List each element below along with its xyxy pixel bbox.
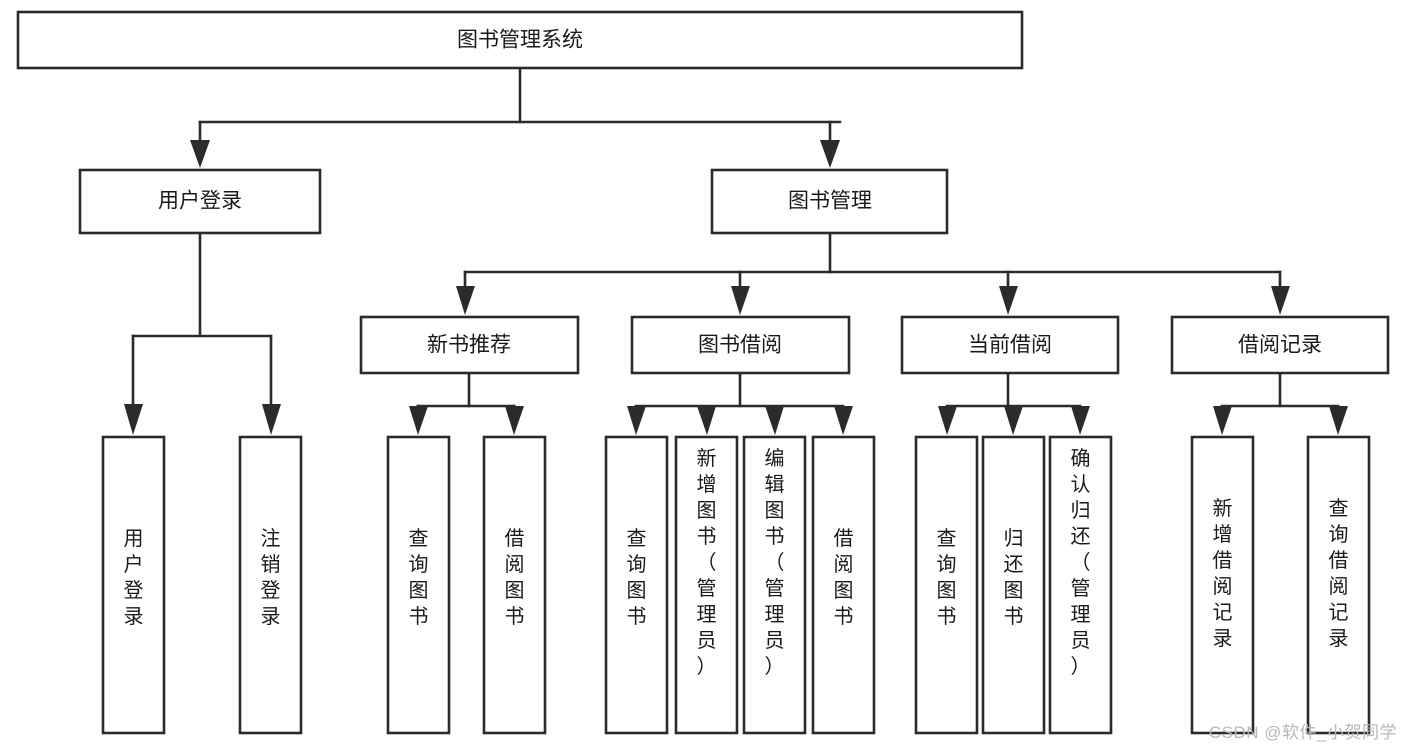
- node-borrow-record-label: 借阅记录: [1238, 334, 1322, 357]
- connector-user-login-to-leaves: [124, 231, 281, 435]
- arrow-head-book-management: [820, 140, 840, 168]
- node-current-borrow[interactable]: 当前借阅: [900, 315, 1120, 375]
- connector-borrow-record-to-leaves: [1213, 371, 1348, 435]
- node-book-borrow[interactable]: 图书借阅: [630, 315, 851, 375]
- node-root-label: 图书管理系统: [457, 29, 583, 52]
- node-current-borrow-box[interactable]: [900, 315, 1120, 375]
- node-leaf-query-record-label: 查询借阅记录: [1329, 497, 1349, 650]
- arrow-head-borrow-record: [1271, 286, 1290, 315]
- connector-root-to-level1: [190, 66, 842, 168]
- node-leaf-add-record-box[interactable]: [1190, 435, 1255, 735]
- arrow-head-new-book-recommend: [456, 286, 475, 315]
- arrow-head-user-login: [190, 140, 210, 168]
- arrow-head-leaf-query-book-3: [938, 406, 957, 435]
- node-user-login[interactable]: 用户登录: [78, 168, 322, 235]
- leaf-label-layer: 用户登录 注销登录 查询图书 借阅图书 查询图书 新增图书（管理员） 编辑图书（管理员） 借阅…: [124, 447, 1349, 678]
- node-leaf-query-record[interactable]: [1306, 435, 1371, 735]
- node-leaf-query-book-2[interactable]: [604, 435, 669, 735]
- node-leaf-add-book-label: 新增图书（管理员）: [697, 447, 717, 678]
- node-leaf-query-book-3[interactable]: [914, 435, 979, 735]
- node-root-system[interactable]: 图书管理系统: [16, 10, 1024, 70]
- arrow-head-leaf-query-record: [1329, 406, 1348, 435]
- node-leaf-add-record[interactable]: [1190, 435, 1255, 735]
- node-borrow-record[interactable]: 借阅记录: [1170, 315, 1390, 375]
- node-book-management[interactable]: 图书管理: [710, 168, 949, 235]
- node-leaf-logout-label: 注销登录: [261, 527, 281, 628]
- node-leaf-confirm-return-box[interactable]: [1048, 435, 1113, 735]
- node-leaf-query-book-1[interactable]: [386, 435, 451, 735]
- node-leaf-return-book-box[interactable]: [981, 435, 1046, 735]
- node-book-management-label: 图书管理: [788, 190, 872, 213]
- node-leaf-edit-book-label: 编辑图书（管理员）: [765, 447, 785, 678]
- node-leaf-add-book[interactable]: [674, 435, 739, 735]
- arrow-head-leaf-add-record: [1213, 406, 1232, 435]
- node-leaf-edit-book[interactable]: [742, 435, 807, 735]
- node-leaf-edit-book-box[interactable]: [742, 435, 807, 735]
- connector-new-book-to-leaves: [409, 371, 524, 435]
- node-leaf-borrow-book-1[interactable]: [482, 435, 547, 735]
- node-current-borrow-label: 当前借阅: [968, 334, 1052, 357]
- node-leaf-borrow-book-2-label: 借阅图书: [834, 527, 854, 628]
- node-leaf-query-book-1-label: 查询图书: [409, 527, 429, 628]
- arrow-head-leaf-add-book: [697, 406, 716, 435]
- node-leaf-user-login-label: 用户登录: [124, 528, 144, 628]
- node-new-book-recommend-box[interactable]: [359, 315, 580, 375]
- arrow-head-leaf-return-book: [1004, 406, 1023, 435]
- arrow-head-leaf-query-book-1: [409, 406, 428, 435]
- node-user-login-label: 用户登录: [158, 190, 242, 213]
- node-leaf-return-book[interactable]: [981, 435, 1046, 735]
- arrow-head-leaf-query-book-2: [627, 406, 646, 435]
- node-leaf-borrow-book-2-box[interactable]: [811, 435, 876, 735]
- arrow-head-leaf-logout: [262, 404, 281, 435]
- node-leaf-user-login-box[interactable]: [101, 435, 166, 735]
- node-leaf-borrow-book-1-label: 借阅图书: [505, 527, 525, 628]
- node-leaf-query-book-3-label: 查询图书: [937, 527, 957, 628]
- arrow-head-leaf-edit-book: [765, 406, 784, 435]
- node-root-box[interactable]: [16, 10, 1024, 70]
- node-leaf-return-book-label: 归还图书: [1004, 527, 1024, 628]
- node-borrow-record-box[interactable]: [1170, 315, 1390, 375]
- arrow-head-leaf-borrow-book-1: [505, 406, 524, 435]
- arrow-head-leaf-confirm-return: [1071, 406, 1090, 435]
- node-new-book-recommend-label: 新书推荐: [427, 334, 511, 357]
- node-leaf-confirm-return-label: 确认归还（管理员）: [1071, 447, 1091, 678]
- node-leaf-logout[interactable]: [238, 435, 303, 735]
- node-leaf-add-record-label: 新增借阅记录: [1213, 497, 1233, 650]
- node-book-borrow-label: 图书借阅: [698, 334, 782, 357]
- connector-book-borrow-to-leaves: [627, 371, 853, 435]
- connector-book-management-to-level2: [456, 231, 1290, 315]
- node-leaf-add-book-box[interactable]: [674, 435, 739, 735]
- node-leaf-confirm-return[interactable]: [1048, 435, 1113, 735]
- node-leaf-borrow-book-1-box[interactable]: [482, 435, 547, 735]
- node-leaf-borrow-book-2[interactable]: [811, 435, 876, 735]
- node-leaf-logout-box[interactable]: [238, 435, 303, 735]
- arrow-head-current-borrow: [999, 286, 1018, 315]
- node-leaf-query-book-1-box[interactable]: [386, 435, 451, 735]
- node-leaf-query-book-3-box[interactable]: [914, 435, 979, 735]
- node-new-book-recommend[interactable]: 新书推荐: [359, 315, 580, 375]
- connector-current-borrow-to-leaves: [938, 371, 1090, 435]
- node-leaf-query-book-2-box[interactable]: [604, 435, 669, 735]
- node-book-management-box[interactable]: [710, 168, 949, 235]
- node-leaf-query-record-box[interactable]: [1306, 435, 1371, 735]
- node-book-borrow-box[interactable]: [630, 315, 851, 375]
- arrow-head-leaf-user-login: [124, 404, 143, 435]
- arrow-head-book-borrow: [731, 286, 750, 315]
- node-leaf-query-book-2-label: 查询图书: [627, 527, 647, 628]
- node-leaf-user-login[interactable]: [101, 435, 166, 735]
- node-user-login-box[interactable]: [78, 168, 322, 235]
- arrow-head-leaf-borrow-book-2: [834, 406, 853, 435]
